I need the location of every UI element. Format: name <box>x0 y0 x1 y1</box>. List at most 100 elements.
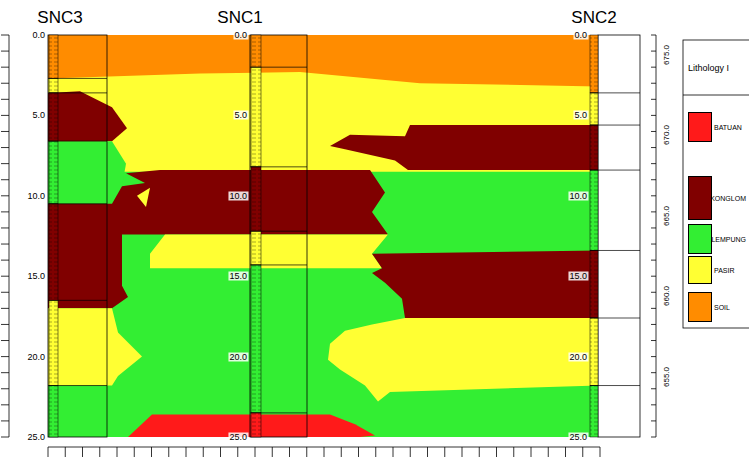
elevation-axis <box>656 35 657 437</box>
tick <box>1 195 9 196</box>
tick <box>651 67 656 68</box>
tick <box>1 260 9 261</box>
elevation-label: 660.0 <box>663 286 671 306</box>
depth-label: 10.0 <box>568 191 588 200</box>
legend-swatch <box>688 292 712 322</box>
lithology-layer <box>328 318 598 402</box>
tick <box>651 308 656 309</box>
tick <box>306 447 307 457</box>
tick <box>1 292 9 293</box>
elevation-label: 655.0 <box>663 367 671 387</box>
lithology-layer <box>48 91 127 141</box>
tick <box>1 388 9 389</box>
tick <box>462 447 463 457</box>
depth-label: 20.0 <box>26 352 46 361</box>
elevation-label: 665.0 <box>663 206 671 226</box>
depth-label: 25.0 <box>568 433 588 442</box>
tick <box>1 227 9 228</box>
tick <box>651 420 656 421</box>
tick <box>151 447 152 457</box>
tick <box>1 163 9 164</box>
tick <box>651 260 656 261</box>
tick <box>410 447 411 457</box>
tick <box>651 388 656 389</box>
log-strip <box>251 67 261 167</box>
legend-label: KONGLOM <box>710 195 746 202</box>
lithology-layers <box>48 35 598 437</box>
log-strip <box>49 141 58 204</box>
interval-line <box>250 67 307 68</box>
legend-label: SOIL <box>714 304 730 311</box>
tick <box>1 67 9 68</box>
log-hatch <box>251 67 261 167</box>
log-strip <box>49 204 58 300</box>
borehole-name: SNC3 <box>37 9 82 26</box>
tick <box>651 292 656 293</box>
tick <box>651 437 656 438</box>
log-hatch <box>590 125 598 170</box>
interval-line <box>48 141 107 142</box>
lithology-layer <box>48 35 598 86</box>
depth-label: 15.0 <box>26 272 46 281</box>
log-strip <box>590 170 598 250</box>
tick <box>651 324 656 325</box>
depth-label: 10.0 <box>228 191 248 200</box>
depth-label: 25.0 <box>228 433 248 442</box>
log-hatch <box>49 300 58 385</box>
interval-line <box>590 250 640 251</box>
tick <box>651 51 656 52</box>
tick <box>651 99 656 100</box>
tick <box>444 447 445 457</box>
tick <box>1 404 9 405</box>
interval-line <box>250 412 307 413</box>
borehole-logs <box>48 35 640 437</box>
log-hatch <box>590 386 598 437</box>
legend-divider <box>683 95 749 96</box>
tick <box>513 447 514 457</box>
log-strip <box>590 125 598 170</box>
lithology-layer <box>372 250 598 318</box>
log-hatch <box>251 265 261 413</box>
tick <box>651 83 656 84</box>
tick <box>203 447 204 457</box>
lithology-layer <box>330 125 598 170</box>
interval-line <box>48 78 107 79</box>
depth-label: 5.0 <box>573 111 588 120</box>
tick <box>651 244 656 245</box>
log-strip <box>49 93 58 141</box>
depth-axis <box>9 35 10 437</box>
legend-frame <box>683 40 749 328</box>
legend-title: Lithology I <box>688 64 729 73</box>
log-hatch <box>251 231 261 265</box>
depth-label: 5.0 <box>31 111 46 120</box>
tick <box>1 324 9 325</box>
interval-line <box>590 125 640 126</box>
legend-swatch <box>688 176 712 220</box>
tick <box>48 447 49 457</box>
tick <box>393 447 394 457</box>
tick <box>531 447 532 457</box>
interval-line <box>48 203 107 204</box>
log-hatch <box>49 35 58 78</box>
interval-line <box>48 92 107 93</box>
tick <box>651 131 656 132</box>
tick <box>99 447 100 457</box>
log-hatch <box>49 204 58 300</box>
lithology-layer <box>150 234 388 268</box>
tick <box>1 99 9 100</box>
tick <box>117 447 118 457</box>
tick <box>651 372 656 373</box>
elevation-label: 670.0 <box>663 125 671 145</box>
tick <box>1 115 9 116</box>
tick <box>651 276 656 277</box>
tick <box>168 447 169 457</box>
tick <box>651 163 656 164</box>
tick <box>375 447 376 457</box>
tick <box>289 447 290 457</box>
interval-line <box>48 385 107 386</box>
log-hatch <box>590 170 598 250</box>
tick <box>1 131 9 132</box>
log-strip <box>251 35 261 67</box>
lithology-layer <box>137 188 150 207</box>
